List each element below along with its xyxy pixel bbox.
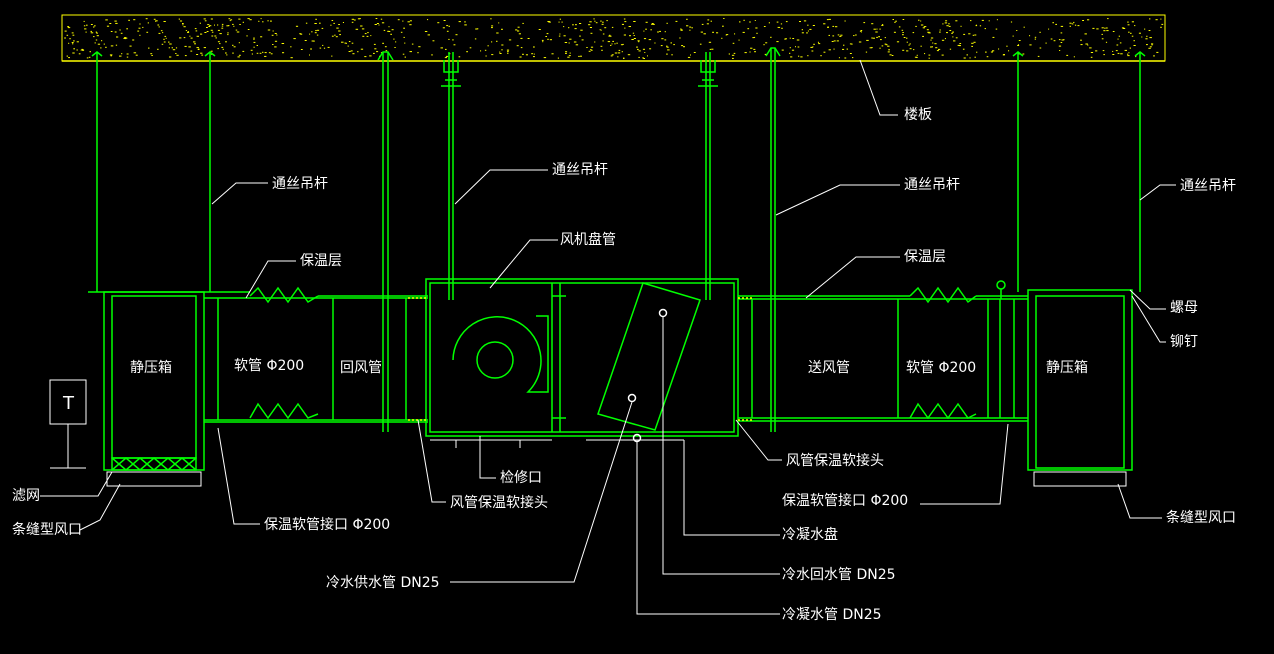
- rod-label-right: 通丝吊杆: [904, 177, 960, 193]
- insulation-label-left: 保温层: [300, 253, 342, 269]
- hose-label-left: 软管 Φ200: [234, 358, 305, 374]
- joint-label-left: 风管保温软接头: [450, 495, 548, 511]
- fcu-label: 风机盘管: [560, 232, 616, 248]
- slot-diffuser-label-right: 条缝型风口: [1166, 510, 1236, 526]
- access-panel-label: 检修口: [500, 470, 542, 486]
- rivet-label: 铆钉: [1170, 334, 1198, 350]
- hose-label-right: 软管 Φ200: [906, 360, 977, 376]
- plenum-label-right: 静压箱: [1046, 360, 1088, 376]
- leader-lines: [40, 59, 1176, 615]
- return-duct-label: 回风管: [340, 360, 382, 376]
- rod-label-left: 通丝吊杆: [272, 176, 328, 192]
- rod-label-mid: 通丝吊杆: [552, 162, 608, 178]
- floor-slab: [61, 14, 1166, 62]
- plenum-label-left: 静压箱: [130, 360, 172, 376]
- slot-diffuser-label-left: 条缝型风口: [12, 522, 82, 538]
- insulation-label-right: 保温层: [904, 249, 946, 265]
- joint-label-right: 风管保温软接头: [786, 453, 884, 469]
- filter-label: 滤网: [12, 488, 40, 504]
- slab-label: 楼板: [904, 107, 932, 123]
- chilled-water-return-label: 冷水回水管 DN25: [782, 567, 896, 583]
- chilled-water-supply-label: 冷水供水管 DN25: [326, 575, 440, 591]
- hose-connection-label-left: 保温软管接口 Φ200: [264, 517, 391, 533]
- supply-duct-label: 送风管: [808, 360, 850, 376]
- hanger-rods: [91, 47, 1146, 432]
- hose-connection-label-right: 保温软管接口 Φ200: [782, 493, 909, 509]
- thermostat-symbol-label: T: [63, 393, 74, 414]
- nut-label: 螺母: [1170, 300, 1198, 316]
- thermostat-symbol: [49, 379, 87, 469]
- condensate-pipe-label: 冷凝水管 DN25: [782, 607, 882, 623]
- rod-label-far-right: 通丝吊杆: [1180, 178, 1236, 194]
- drain-pan-label: 冷凝水盘: [782, 527, 838, 543]
- duct-run: [88, 278, 1133, 487]
